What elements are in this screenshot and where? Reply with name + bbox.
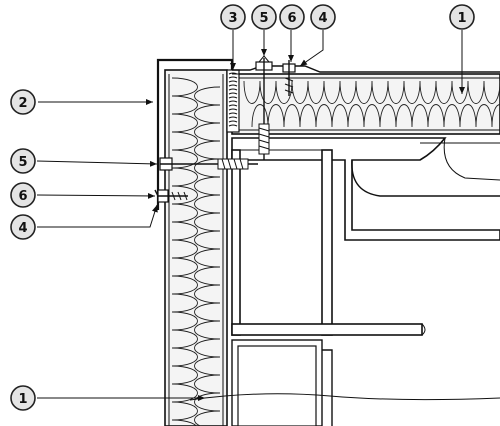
wall-stitch-screw-6	[157, 189, 188, 203]
svg-text:3: 3	[228, 11, 237, 26]
callout-4-side: 4	[10, 214, 36, 240]
callout-5-top: 5	[251, 4, 277, 30]
callout-6-side: 6	[10, 182, 36, 208]
steel-beam	[231, 137, 500, 241]
svg-text:6: 6	[287, 11, 296, 26]
roof-insulation-pattern	[243, 80, 500, 128]
svg-text:2: 2	[18, 96, 27, 111]
wall-screw-5	[159, 157, 258, 171]
svg-text:6: 6	[18, 189, 27, 204]
section-cut-line	[189, 393, 500, 401]
callout-4-top: 4	[310, 4, 336, 30]
filler-strip	[226, 69, 240, 133]
svg-text:1: 1	[457, 11, 466, 26]
callout-6-top: 6	[279, 4, 305, 30]
callout-2: 2	[10, 89, 36, 115]
svg-text:5: 5	[18, 155, 27, 170]
callout-3: 3	[220, 4, 246, 30]
svg-text:4: 4	[18, 221, 27, 236]
callout-1-top: 1	[449, 4, 475, 30]
wall-insulation-pattern	[171, 77, 221, 426]
callout-5-side: 5	[10, 148, 36, 174]
svg-text:1: 1	[18, 392, 27, 407]
wall-sandwich-panel	[164, 69, 228, 426]
callout-1-bottom: 1	[10, 385, 36, 411]
roof-stitch-screw-6	[282, 60, 296, 96]
steel-column	[231, 149, 426, 426]
roof-screw-5	[255, 55, 273, 160]
leader-lines	[36, 30, 465, 401]
roof-sandwich-panel	[231, 73, 500, 135]
svg-text:5: 5	[259, 11, 268, 26]
svg-text:4: 4	[318, 11, 327, 26]
